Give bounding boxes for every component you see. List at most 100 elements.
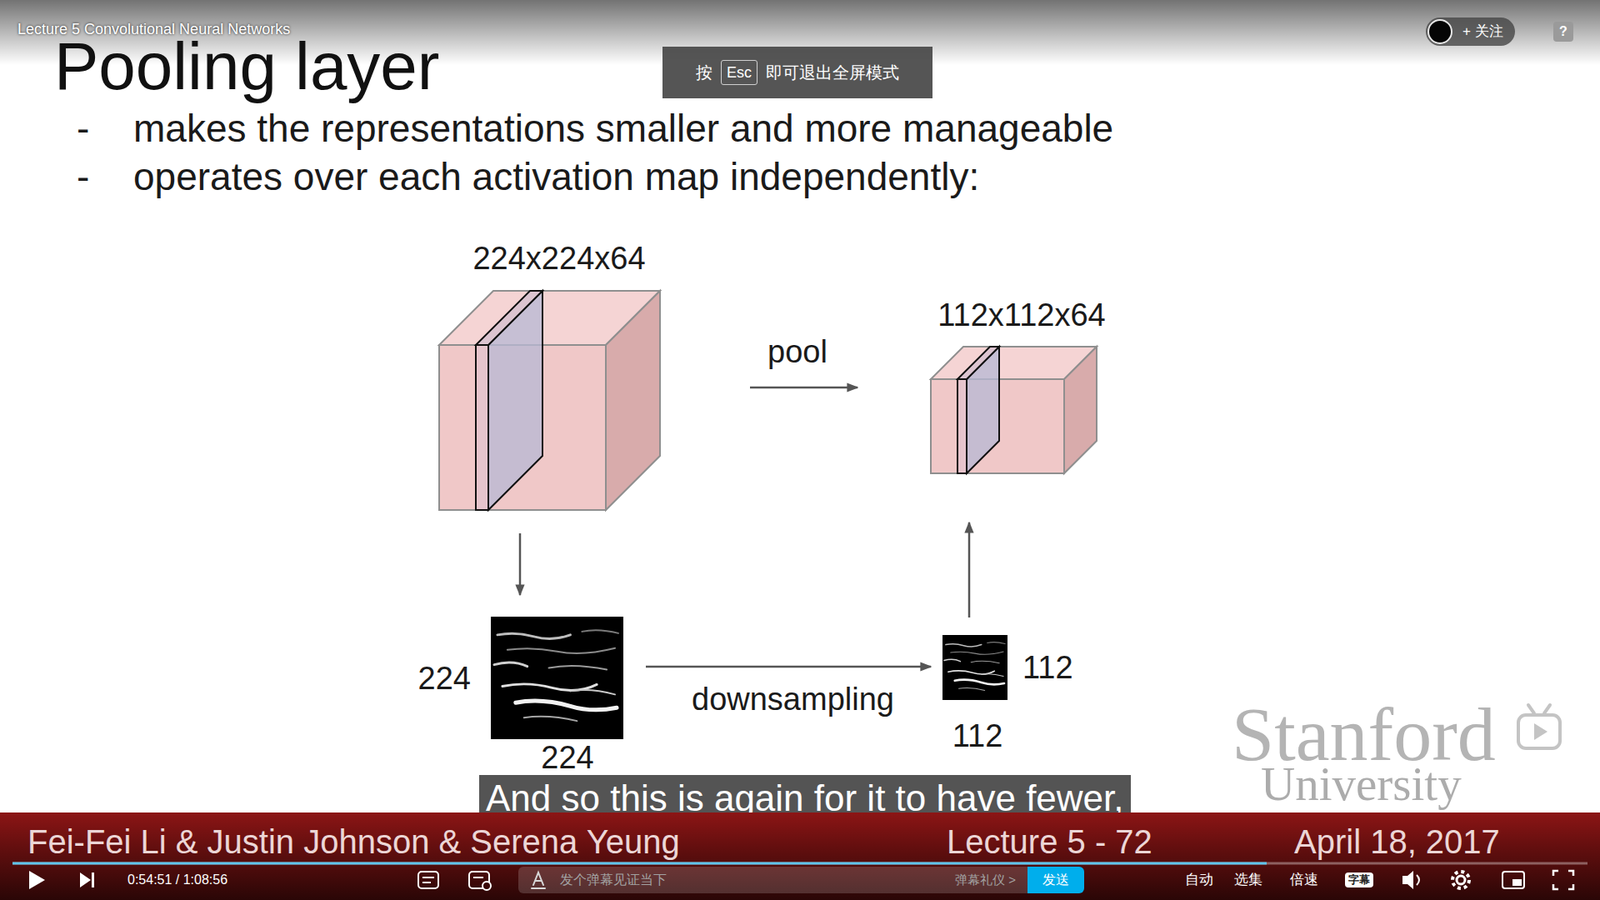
icon-line — [422, 876, 435, 879]
activation-streak — [494, 662, 528, 667]
edge-label: pool — [764, 335, 831, 368]
danmaku-toggle-icon — [418, 871, 439, 889]
tv-antenna — [1544, 705, 1550, 714]
icon-line — [473, 876, 484, 879]
icon-gear — [482, 881, 491, 890]
pip-inner — [1512, 879, 1522, 886]
bullet-dash: - — [76, 109, 90, 148]
bilibili-tv-icon — [1518, 705, 1560, 749]
activation-ground — [490, 616, 624, 740]
activation-streak — [549, 665, 608, 670]
pooled-volume-cube-art — [930, 346, 1097, 474]
activation-streak — [570, 690, 615, 695]
hint-text: 按 — [695, 61, 713, 85]
speed-button: 倍速 — [1290, 870, 1319, 890]
cube-side — [1064, 346, 1097, 474]
follow-label: + 关注 — [1462, 17, 1504, 46]
footer-authors: Fei-Fei Li & Justin Johnson & Serena Yeu… — [27, 825, 680, 859]
send-label: 发送 — [1042, 866, 1070, 894]
bullet-dash: - — [76, 157, 90, 196]
key-label: Esc — [726, 63, 752, 82]
fullscreen-icon — [1553, 870, 1574, 890]
underline-shape — [531, 887, 545, 890]
slice-top — [957, 346, 1000, 380]
video-title: Lecture 5 Convolutional Neural Networks — [17, 20, 290, 39]
esc-key: Esc — [720, 60, 758, 85]
hint-text: 即可退出全屏模式 — [765, 61, 900, 85]
activation-streak — [955, 680, 1005, 685]
map-height: 224 — [418, 662, 471, 695]
connector-arrow — [645, 665, 931, 669]
progress-played — [12, 862, 1267, 865]
activation-streak — [970, 660, 1000, 663]
activation-map: 224224 — [490, 616, 624, 740]
slice-top — [475, 290, 543, 345]
cube-side — [605, 290, 660, 510]
input-placeholder: 发个弹幕见证当下 — [560, 866, 667, 894]
activation-streak — [959, 688, 985, 691]
slice-front — [475, 345, 489, 510]
send-button: 发送 — [1027, 866, 1085, 894]
follow-button: + 关注 — [1425, 17, 1515, 46]
bullet-text: operates over each activation map indepe… — [133, 157, 980, 196]
slice-front — [957, 379, 967, 474]
etiquette-link: 弹幕礼仪 > — [955, 866, 1016, 894]
tv-body — [1518, 715, 1560, 749]
activation-streak — [507, 648, 615, 654]
downsampled-map-art — [942, 635, 1008, 700]
esc-hint-box: 按 即可退出全屏模式 Esc — [662, 46, 933, 99]
episodes-button: 选集 — [1234, 870, 1263, 890]
connector-arrow — [968, 522, 971, 618]
watermark: University — [1260, 760, 1462, 808]
footer-slide-number: Lecture 5 - 72 — [946, 825, 1153, 859]
play-icon — [29, 870, 45, 890]
font-style-icon — [531, 872, 545, 889]
activation-map-art — [490, 616, 624, 740]
map-width: 224 — [540, 741, 594, 774]
settings-hub — [1456, 875, 1465, 885]
pip-frame — [1502, 871, 1525, 889]
playback-time: 0:54:51 / 1:08:56 — [127, 871, 228, 889]
edge-label: downsampling — [688, 683, 898, 715]
bullet-text: makes the representations smaller and mo… — [133, 109, 1114, 148]
volume-dimensions: 224x224x64 — [472, 242, 645, 275]
activation-streak — [981, 674, 1004, 677]
autoplay-button: 自动 — [1185, 870, 1214, 890]
icon-frame — [418, 871, 439, 889]
next-icon-bar — [91, 872, 95, 888]
activation-streak — [945, 644, 982, 647]
connector-arrow — [519, 533, 522, 595]
settings-teeth — [1452, 871, 1470, 889]
downsampled-map: 112112 — [942, 635, 1008, 700]
danmaku-settings-icon — [469, 871, 491, 890]
activation-streak — [497, 633, 570, 639]
subtitle-icon: 字幕 — [1345, 872, 1374, 888]
activation-streak — [950, 651, 1004, 655]
next-icon — [80, 872, 91, 888]
volume-dimensions: 112x112x64 — [937, 299, 1105, 331]
volume-icon — [1402, 870, 1414, 890]
help-icon: ? — [1553, 21, 1574, 42]
progress-track — [12, 862, 1588, 865]
map-width: 112 — [952, 720, 1004, 752]
slide-title: Pooling layer — [54, 33, 440, 100]
tv-play — [1534, 723, 1548, 740]
input-volume-cube: 224x224x64 — [439, 290, 660, 510]
activation-streak — [581, 630, 619, 634]
activation-ground — [942, 635, 1008, 700]
danmaku-input: 发个弹幕见证当下 弹幕礼仪 > — [518, 866, 1028, 894]
tv-antenna — [1528, 705, 1535, 714]
activation-streak — [987, 642, 1005, 645]
activation-streak — [944, 659, 961, 661]
letter-shape — [533, 872, 544, 885]
pooled-volume-cube: 112x112x64 — [930, 346, 1097, 474]
map-height: 112 — [1022, 651, 1074, 684]
activation-streak — [524, 716, 578, 721]
avatar — [1428, 20, 1452, 44]
activation-streak — [515, 700, 617, 710]
volume-wave — [1416, 875, 1420, 885]
icon-line — [422, 881, 431, 884]
input-volume-cube-art — [439, 290, 660, 510]
footer-date: April 18, 2017 — [1294, 825, 1500, 859]
